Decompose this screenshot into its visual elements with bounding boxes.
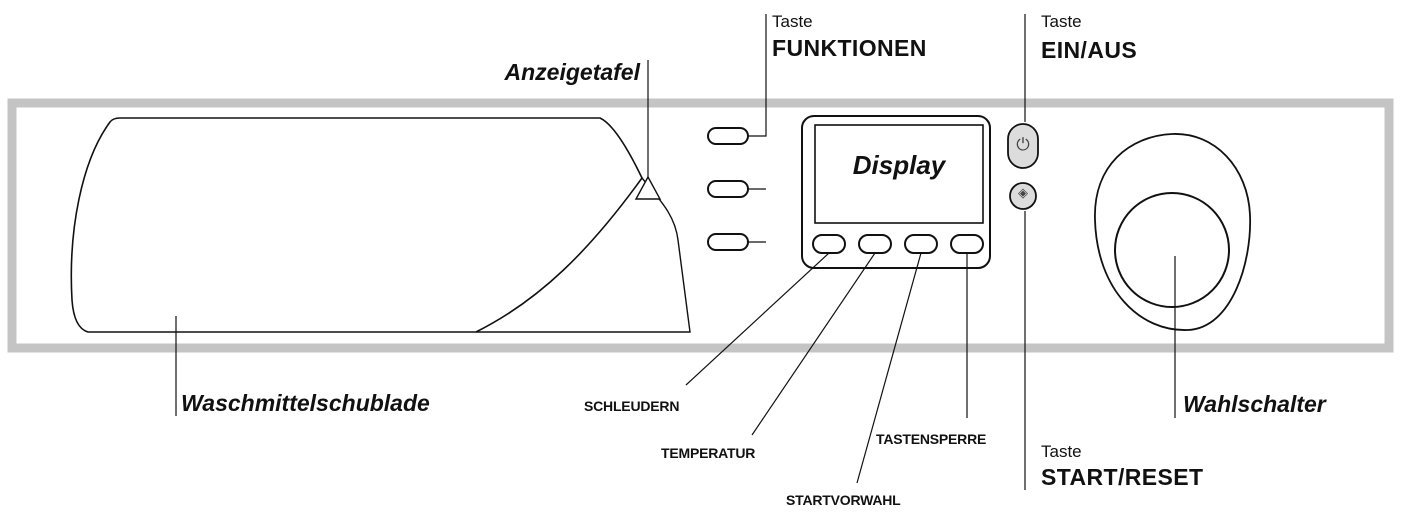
button-tastensperre[interactable] — [950, 234, 984, 254]
label-schleudern: SCHLEUDERN — [584, 398, 680, 414]
button-temperatur[interactable] — [858, 234, 892, 254]
display-label: Display — [852, 150, 946, 180]
label-ein-aus: EIN/AUS — [1041, 37, 1138, 63]
start-reset-button[interactable] — [1009, 182, 1037, 210]
function-button-2[interactable] — [707, 180, 749, 198]
detergent-drawer — [70, 117, 643, 333]
drawer-side-edge — [476, 177, 691, 333]
indicator-triangle — [634, 175, 662, 200]
label-wahlschalter: Wahlschalter — [1183, 391, 1326, 417]
label-start-reset: START/RESET — [1041, 464, 1204, 490]
label-ein-aus-prefix: Taste — [1041, 12, 1082, 31]
power-icon: ⏻ — [1016, 135, 1030, 155]
start-reset-icon: ◈ — [1018, 186, 1028, 201]
function-button-3[interactable] — [707, 233, 749, 251]
panel-frame — [7, 98, 1394, 353]
selector-knob[interactable] — [1114, 192, 1230, 308]
function-button-1[interactable] — [707, 127, 749, 145]
button-startvorwahl[interactable] — [904, 234, 938, 254]
label-waschmittelschublade: Waschmittelschublade — [181, 390, 430, 416]
label-startvorwahl: STARTVORWAHL — [786, 492, 901, 508]
label-start-reset-prefix: Taste — [1041, 442, 1082, 461]
label-tastensperre: TASTENSPERRE — [876, 431, 987, 447]
label-anzeigetafel: Anzeigetafel — [504, 59, 640, 85]
label-funktionen: FUNKTIONEN — [772, 35, 927, 61]
leader-lines — [175, 14, 1176, 490]
display-screen — [814, 124, 984, 224]
button-schleudern[interactable] — [812, 234, 846, 254]
power-button[interactable] — [1007, 123, 1039, 169]
label-temperatur: TEMPERATUR — [661, 445, 756, 461]
label-funktionen-prefix: Taste — [772, 12, 813, 31]
